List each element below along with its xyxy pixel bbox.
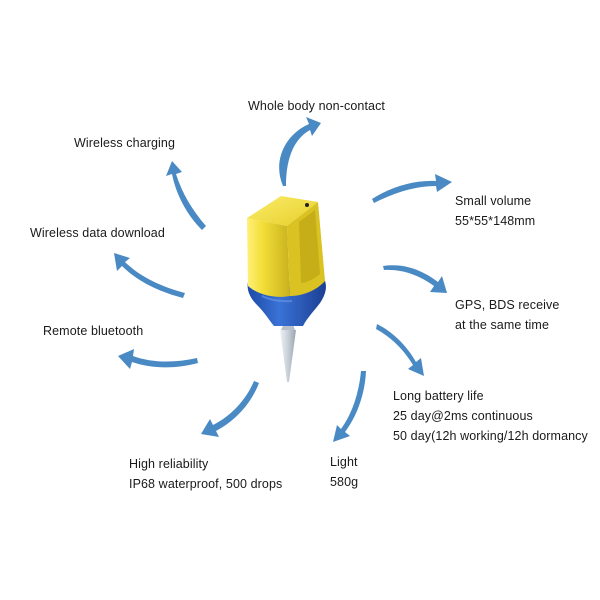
arrow-light: [333, 371, 366, 442]
label-gps-bds: GPS, BDS receive at the same time: [455, 298, 560, 332]
label-remote-bluetooth: Remote bluetooth: [43, 324, 144, 338]
arrow-wireless-data: [114, 253, 185, 298]
arrow-reliability: [201, 381, 259, 437]
arrow-small-volume: [372, 174, 452, 203]
arrow-top: [279, 117, 321, 186]
arrow-wireless-charging: [166, 161, 206, 230]
label-whole-body-non-contact: Whole body non-contact: [248, 99, 386, 113]
label-wireless-data-download: Wireless data download: [30, 226, 165, 240]
device-cap-top: [247, 196, 318, 226]
arrow-battery: [376, 324, 424, 376]
label-wireless-charging: Wireless charging: [74, 136, 176, 150]
label-long-battery-life: Long battery life 25 day@2ms continuous …: [393, 389, 588, 443]
arrow-bluetooth: [118, 349, 198, 369]
device-needle: [280, 330, 296, 382]
label-high-reliability: High reliability IP68 waterproof, 500 dr…: [129, 457, 283, 491]
device-cap: [247, 218, 290, 297]
arrow-gps: [383, 265, 447, 293]
label-small-volume: Small volume 55*55*148mm: [455, 194, 536, 228]
label-light: Light 580g: [330, 455, 359, 489]
tracker-device: [247, 196, 326, 382]
